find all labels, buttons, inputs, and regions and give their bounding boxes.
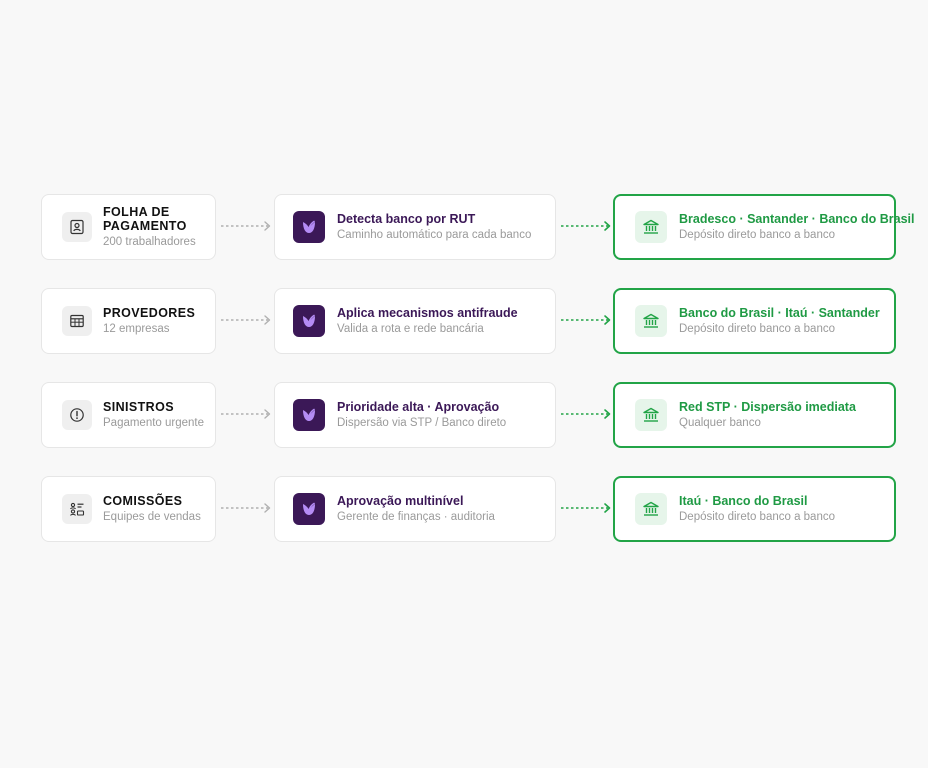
flow-row-claims: SINISTROS Pagamento urgente Prioridade a… xyxy=(0,382,928,448)
process-subtitle: Caminho automático para cada banco xyxy=(337,229,532,241)
destination-title: Banco do Brasil · Itaú · Santander xyxy=(679,306,880,320)
arrow-right-icon xyxy=(560,407,612,421)
destination-card-banks: Bradesco · Santander · Banco do Brasil D… xyxy=(613,194,914,260)
source-subtitle: 12 empresas xyxy=(103,323,170,335)
process-title: Prioridade alta · Aprovação xyxy=(337,400,500,414)
brand-logo-icon xyxy=(293,305,325,337)
process-title: Aprovação multinível xyxy=(337,494,464,508)
destination-card-banks: Banco do Brasil · Itaú · Santander Depós… xyxy=(613,288,896,354)
destination-title: Red STP · Dispersão imediata xyxy=(679,400,856,414)
table-icon xyxy=(62,306,92,336)
bank-icon xyxy=(635,399,667,431)
flow-row-suppliers: PROVEDORES 12 empresas Aplica mecanismos… xyxy=(0,288,928,354)
process-title: Detecta banco por RUT xyxy=(337,212,476,226)
source-subtitle: Equipes de vendas xyxy=(103,511,201,523)
source-card-claims: SINISTROS Pagamento urgente xyxy=(41,382,216,448)
arrow-right-icon xyxy=(220,407,272,421)
destination-card-banks: Itaú · Banco do Brasil Depósito direto b… xyxy=(613,476,896,542)
process-card-antifraud: Aplica mecanismos antifraude Valida a ro… xyxy=(274,288,556,354)
bank-icon xyxy=(635,493,667,525)
destination-subtitle: Depósito direto banco a banco xyxy=(679,511,835,523)
destination-subtitle: Depósito direto banco a banco xyxy=(679,323,835,335)
arrow-right-icon xyxy=(560,313,612,327)
process-card-priority: Prioridade alta · Aprovação Dispersão vi… xyxy=(274,382,556,448)
process-subtitle: Dispersão via STP / Banco direto xyxy=(337,417,507,429)
source-card-commissions: COMISSÕES Equipes de vendas xyxy=(41,476,216,542)
brand-logo-icon xyxy=(293,211,325,243)
alert-circle-icon xyxy=(62,400,92,430)
source-card-payroll: FOLHA DE PAGAMENTO 200 trabalhadores xyxy=(41,194,216,260)
destination-title: Itaú · Banco do Brasil xyxy=(679,494,808,508)
brand-logo-icon xyxy=(293,493,325,525)
flow-row-payroll: FOLHA DE PAGAMENTO 200 trabalhadores Det… xyxy=(0,194,928,260)
arrow-right-icon xyxy=(220,501,272,515)
brand-logo-icon xyxy=(293,399,325,431)
bank-icon xyxy=(635,305,667,337)
source-title: COMISSÕES xyxy=(103,494,183,508)
process-card-detect-bank: Detecta banco por RUT Caminho automático… xyxy=(274,194,556,260)
source-subtitle: Pagamento urgente xyxy=(103,417,205,429)
destination-title: Bradesco · Santander · Banco do Brasil xyxy=(679,212,915,226)
process-card-multilevel: Aprovação multinível Gerente de finanças… xyxy=(274,476,556,542)
destination-subtitle: Qualquer banco xyxy=(679,417,761,429)
destination-subtitle: Depósito direto banco a banco xyxy=(679,229,835,241)
destination-card-stp: Red STP · Dispersão imediata Qualquer ba… xyxy=(613,382,896,448)
source-title: PROVEDORES xyxy=(103,306,196,320)
bank-icon xyxy=(635,211,667,243)
flow-row-commissions: COMISSÕES Equipes de vendas Aprovação mu… xyxy=(0,476,928,542)
source-card-suppliers: PROVEDORES 12 empresas xyxy=(41,288,216,354)
arrow-right-icon xyxy=(560,501,612,515)
process-title: Aplica mecanismos antifraude xyxy=(337,306,518,320)
source-subtitle: 200 trabalhadores xyxy=(103,236,196,248)
arrow-right-icon xyxy=(560,219,612,233)
source-title: SINISTROS xyxy=(103,400,174,414)
process-subtitle: Gerente de finanças · auditoria xyxy=(337,511,495,523)
people-list-icon xyxy=(62,494,92,524)
process-subtitle: Valida a rota e rede bancária xyxy=(337,323,484,335)
arrow-right-icon xyxy=(220,313,272,327)
contact-card-icon xyxy=(62,212,92,242)
source-title: FOLHA DE PAGAMENTO xyxy=(103,205,187,233)
arrow-right-icon xyxy=(220,219,272,233)
